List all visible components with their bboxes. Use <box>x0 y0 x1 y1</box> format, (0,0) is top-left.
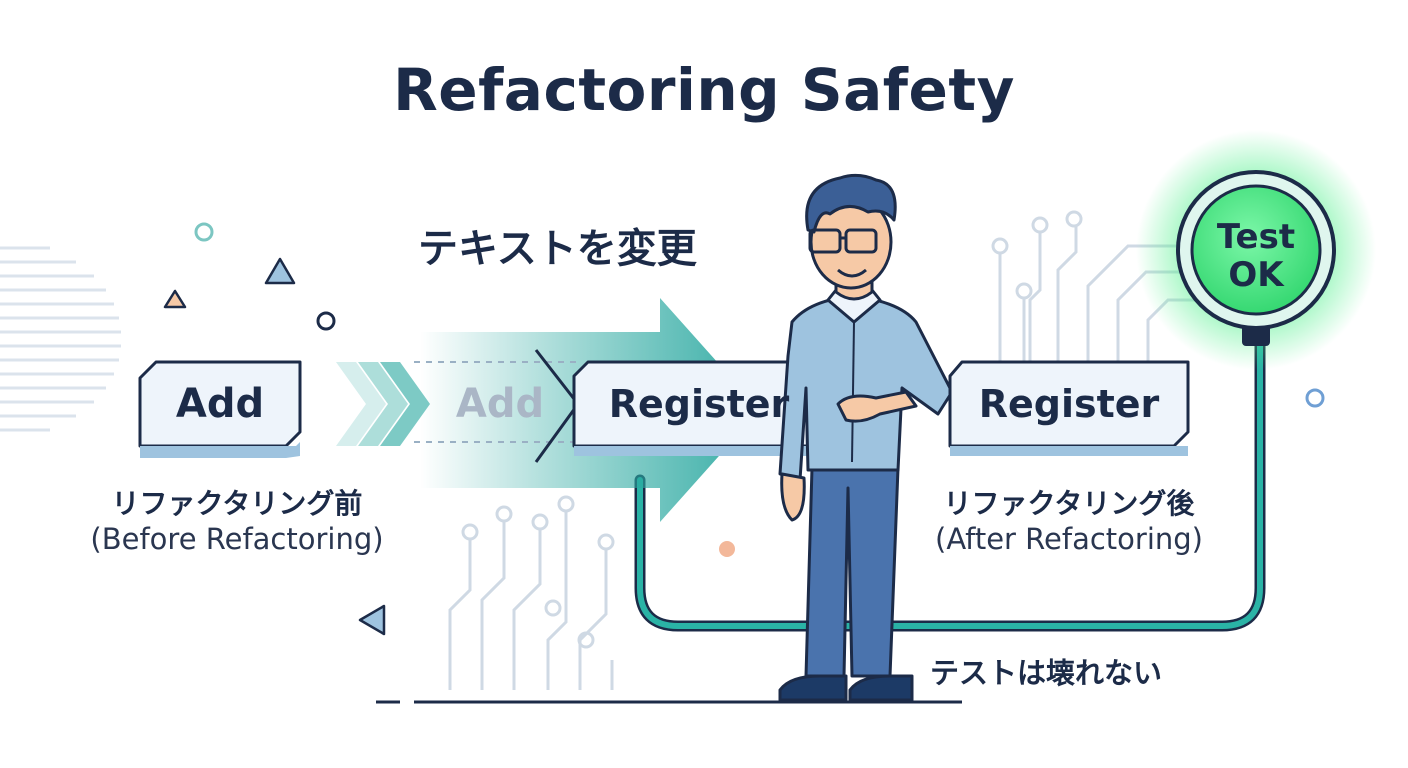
small-circle-icon <box>1305 388 1325 408</box>
small-circle-icon <box>719 541 735 557</box>
small-circle-icon <box>316 311 336 331</box>
add-button-ghost: Add <box>455 381 545 427</box>
before-caption-jp: リファクタリング前 <box>111 487 363 520</box>
register-button-after-shape <box>948 360 1190 456</box>
triangle-icon <box>358 604 386 636</box>
after-caption-jp: リファクタリング後 <box>943 487 1195 520</box>
developer-figure <box>778 173 954 702</box>
triangle-icon <box>264 257 296 285</box>
after-caption-en: (After Refactoring) <box>935 522 1203 556</box>
triangle-icon <box>163 289 187 309</box>
test-ok-badge <box>1136 130 1376 370</box>
before-caption-en: (Before Refactoring) <box>90 522 384 556</box>
register-button-after: Register <box>978 382 1160 426</box>
change-text-label: テキストを変更 <box>418 226 697 272</box>
test-ok-line1: Test <box>1216 217 1296 257</box>
test-ok-label: Test OK <box>1186 218 1326 294</box>
add-button-before: Add <box>175 381 265 427</box>
striped-circle-decoration <box>0 246 121 432</box>
small-circle-icon <box>194 222 214 242</box>
test-ok-line2: OK <box>1228 255 1284 295</box>
tests-unbroken-label: テストは壊れない <box>930 656 1163 690</box>
add-button-before-shape <box>138 360 302 458</box>
page-title: Refactoring Safety <box>393 56 1015 124</box>
register-button-transition: Register <box>608 382 790 426</box>
chevron-arrows-icon <box>336 362 430 446</box>
circuit-lines-lower <box>448 495 615 690</box>
